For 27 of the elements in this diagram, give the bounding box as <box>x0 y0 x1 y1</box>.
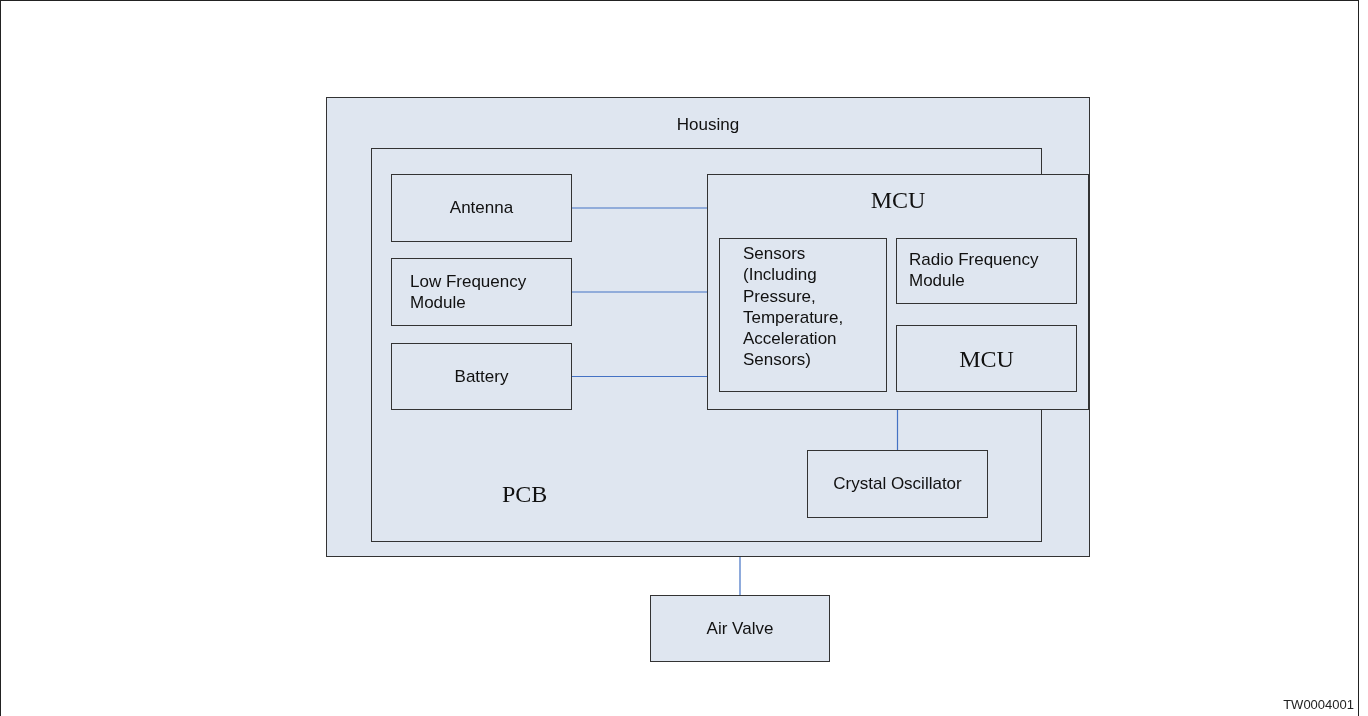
block-label: MCU <box>958 344 1015 374</box>
connector-line <box>571 375 708 378</box>
block-box <box>707 174 1089 410</box>
connector-line <box>571 291 708 293</box>
block-box <box>896 238 1077 304</box>
block-box <box>391 174 572 242</box>
block-label: Air Valve <box>705 617 775 640</box>
connector-line <box>896 409 899 451</box>
block-label: Low Frequency Module <box>410 271 528 314</box>
connector-line <box>571 207 708 209</box>
block-label: Antenna <box>448 197 515 219</box>
block-label: Radio Frequency Module <box>909 249 1040 292</box>
block-box <box>391 258 572 326</box>
block-box <box>896 325 1077 392</box>
figure-code: TW0004001 <box>1283 697 1354 712</box>
block-box <box>391 343 572 410</box>
connector-line <box>739 556 741 596</box>
block-box <box>326 97 1090 557</box>
block-label: MCU <box>869 186 927 215</box>
block-box <box>719 238 887 392</box>
block-label: PCB <box>502 480 548 509</box>
block-label: Battery <box>453 365 510 388</box>
block-label: Sensors (Including Pressure, Temperature, Acceleration Sensors) <box>743 243 845 371</box>
block-box <box>650 595 830 662</box>
block-label: Housing <box>675 114 741 136</box>
block-box <box>807 450 988 518</box>
block-label: Crystal Oscillator <box>832 473 963 495</box>
